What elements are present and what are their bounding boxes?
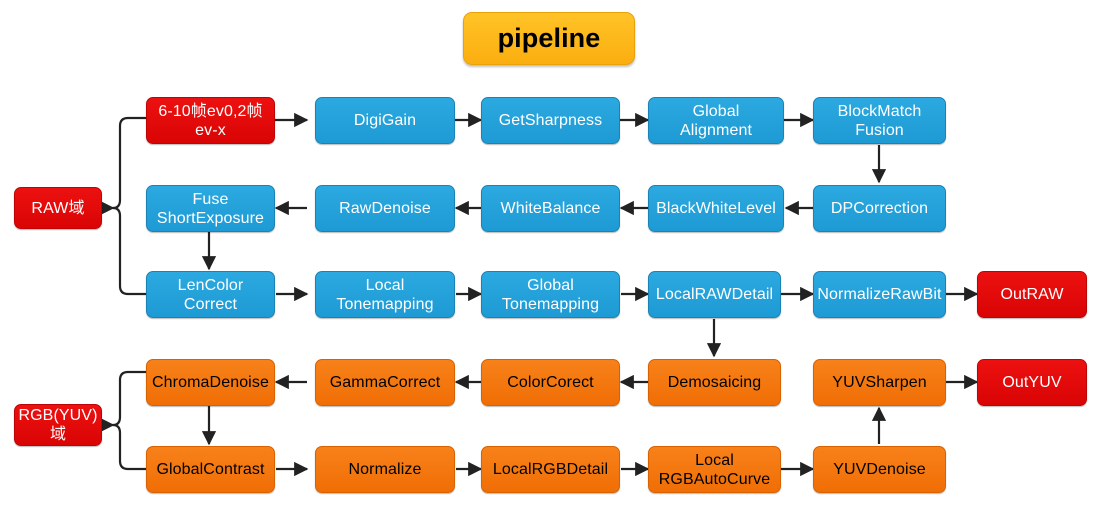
node-rawdenoise[interactable]: RawDenoise: [315, 185, 455, 232]
node-chromadenoise[interactable]: ChromaDenoise: [146, 359, 275, 406]
node-globalcontrast-label: GlobalContrast: [156, 461, 265, 478]
node-digigain-label: DigiGain: [353, 112, 417, 129]
node-frames-input-line1: 6-10帧ev0,2帧: [158, 102, 263, 120]
node-localrawdetail-label: LocalRAWDetail: [655, 286, 774, 303]
node-dpcorrection-label: DPCorrection: [830, 200, 929, 217]
node-gammacorrect[interactable]: GammaCorrect: [315, 359, 455, 406]
node-getsharpness[interactable]: GetSharpness: [481, 97, 620, 144]
brace-rgbyuv: [112, 370, 146, 471]
node-demosaicing-label: Demosaicing: [667, 374, 762, 391]
node-fuse-shortexposure-line1: Fuse: [192, 190, 229, 208]
node-frames-input[interactable]: 6-10帧ev0,2帧 ev-x: [146, 97, 275, 144]
node-digigain[interactable]: DigiGain: [315, 97, 455, 144]
node-whitebalance-label: WhiteBalance: [500, 200, 601, 217]
node-blockmatch-fusion[interactable]: BlockMatch Fusion: [813, 97, 946, 144]
node-yuvdenoise-label: YUVDenoise: [833, 461, 926, 478]
node-yuvsharpen[interactable]: YUVSharpen: [813, 359, 946, 406]
node-normalizerawbit[interactable]: NormalizeRawBit: [813, 271, 946, 318]
node-localrgbdetail-label: LocalRGBDetail: [492, 461, 609, 478]
node-blackwhitelevel-label: BlackWhiteLevel: [656, 200, 776, 217]
node-localrgbdetail[interactable]: LocalRGBDetail: [481, 446, 620, 493]
node-colorcorect-label: ColorCorect: [507, 374, 594, 391]
node-global-tonemapping-line2: Tonemapping: [501, 295, 600, 313]
stage-label-rgb-yuv-domain-line2: 域: [49, 426, 67, 443]
node-global-tonemapping[interactable]: Global Tonemapping: [481, 271, 620, 318]
node-dpcorrection[interactable]: DPCorrection: [813, 185, 946, 232]
node-local-tonemapping-line2: Tonemapping: [336, 295, 434, 313]
node-yuvdenoise[interactable]: YUVDenoise: [813, 446, 946, 493]
node-local-tonemapping-line1: Local: [365, 276, 405, 294]
node-chromadenoise-label: ChromaDenoise: [152, 374, 269, 391]
node-normalize-label: Normalize: [348, 461, 422, 478]
node-normalize[interactable]: Normalize: [315, 446, 455, 493]
node-localrawdetail[interactable]: LocalRAWDetail: [648, 271, 781, 318]
diagram-title: pipeline: [463, 12, 635, 65]
node-outraw[interactable]: OutRAW: [977, 271, 1087, 318]
node-outyuv[interactable]: OutYUV: [977, 359, 1087, 406]
node-demosaicing[interactable]: Demosaicing: [648, 359, 781, 406]
stage-label-rgb-yuv-domain-line1: RGB(YUV): [18, 407, 98, 424]
node-local-rgbautocurve-line2: RGBAutoCurve: [658, 470, 771, 488]
node-rawdenoise-label: RawDenoise: [339, 200, 431, 217]
stage-label-rgb-yuv-domain: RGB(YUV) 域: [14, 404, 102, 446]
diagram-title-label: pipeline: [497, 23, 601, 53]
node-colorcorect[interactable]: ColorCorect: [481, 359, 620, 406]
node-fuse-shortexposure[interactable]: Fuse ShortExposure: [146, 185, 275, 232]
node-global-alignment[interactable]: Global Alignment: [648, 97, 784, 144]
node-blockmatch-fusion-line1: BlockMatch: [837, 102, 922, 120]
stage-label-raw-domain-text: RAW域: [31, 199, 85, 217]
node-blockmatch-fusion-line2: Fusion: [855, 121, 904, 139]
brace-raw: [112, 116, 146, 296]
node-global-alignment-line1: Global: [692, 102, 740, 120]
node-getsharpness-label: GetSharpness: [498, 112, 603, 129]
node-frames-input-line2: ev-x: [195, 121, 226, 139]
node-local-rgbautocurve[interactable]: Local RGBAutoCurve: [648, 446, 781, 493]
node-lencolor-correct-line2: Correct: [183, 295, 238, 313]
node-fuse-shortexposure-line2: ShortExposure: [156, 209, 265, 227]
node-local-rgbautocurve-line1: Local: [695, 451, 734, 469]
node-blackwhitelevel[interactable]: BlackWhiteLevel: [648, 185, 784, 232]
node-local-tonemapping[interactable]: Local Tonemapping: [315, 271, 455, 318]
node-outyuv-label: OutYUV: [1002, 374, 1062, 391]
node-outraw-label: OutRAW: [1000, 286, 1064, 303]
node-lencolor-correct-line1: LenColor: [177, 276, 244, 294]
node-globalcontrast[interactable]: GlobalContrast: [146, 446, 275, 493]
node-global-tonemapping-line1: Global: [527, 276, 574, 294]
node-gammacorrect-label: GammaCorrect: [329, 374, 441, 391]
node-whitebalance[interactable]: WhiteBalance: [481, 185, 620, 232]
stage-label-raw-domain: RAW域: [14, 187, 102, 229]
node-normalizerawbit-label: NormalizeRawBit: [817, 286, 942, 303]
node-lencolor-correct[interactable]: LenColor Correct: [146, 271, 275, 318]
node-yuvsharpen-label: YUVSharpen: [832, 374, 927, 391]
node-global-alignment-line2: Alignment: [679, 121, 753, 139]
